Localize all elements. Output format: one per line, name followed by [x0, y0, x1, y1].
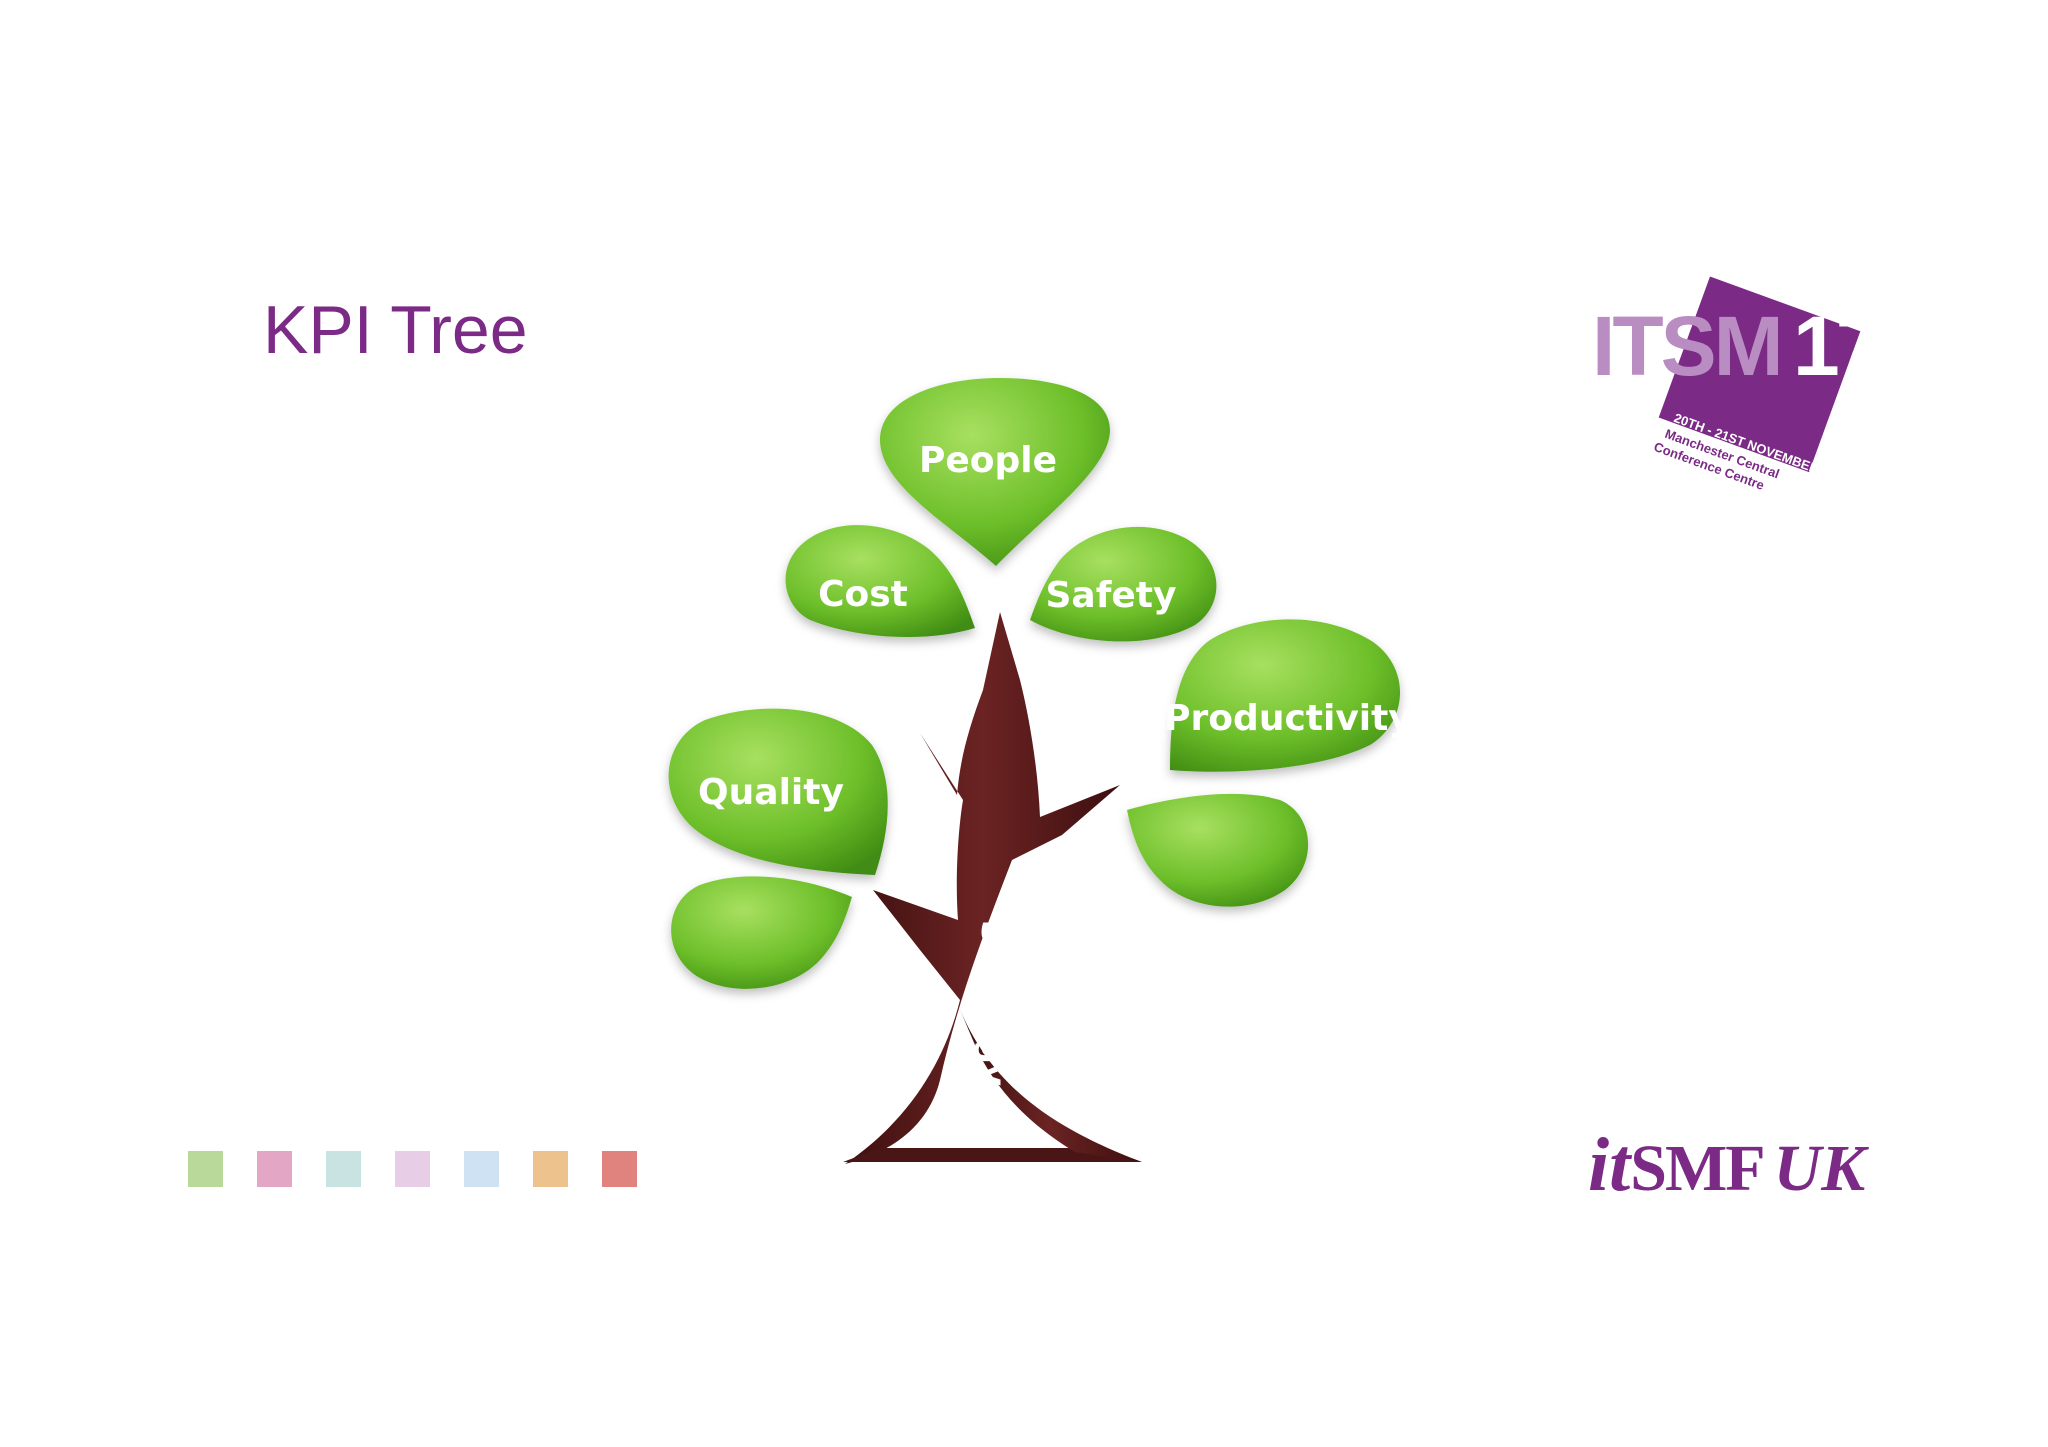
colour-square-4	[395, 1151, 430, 1187]
itsm17-logo: ITSM 17 20TH - 21ST NOVEMBER Manchester …	[1592, 276, 1880, 493]
leaf-productivity	[1170, 619, 1400, 772]
leaf-safety	[1030, 526, 1217, 642]
colour-square-1	[188, 1151, 223, 1187]
logo-prefix: ITSM	[1592, 299, 1781, 393]
leaf-lower-right	[1127, 793, 1309, 907]
leaf-quality	[668, 708, 888, 875]
colour-square-6	[533, 1151, 568, 1187]
slide-title: KPI Tree	[263, 292, 528, 368]
leaf-lower-left	[671, 876, 852, 989]
trunk-label-strategy: Strategy	[973, 920, 1013, 1086]
leaf-label-people: People	[919, 440, 1057, 481]
logo-year: 17	[1793, 299, 1880, 393]
leaf-label-productivity: Productivity	[1164, 698, 1412, 739]
tree-trunk	[843, 612, 1142, 1164]
brand-uk: UK	[1773, 1132, 1866, 1205]
leaf-label-safety: Safety	[1046, 575, 1177, 616]
leaf-people	[880, 378, 1110, 566]
colour-square-7	[602, 1151, 637, 1187]
leaf-label-quality: Quality	[698, 772, 844, 813]
colour-square-5	[464, 1151, 499, 1187]
colour-square-3	[326, 1151, 361, 1187]
brand-smf: SMF	[1630, 1132, 1765, 1205]
colour-squares	[188, 1151, 637, 1187]
leaf-label-cost: Cost	[818, 574, 908, 615]
brand-it: it	[1588, 1123, 1631, 1207]
leaf-cost	[785, 525, 975, 638]
colour-square-2	[257, 1151, 292, 1187]
